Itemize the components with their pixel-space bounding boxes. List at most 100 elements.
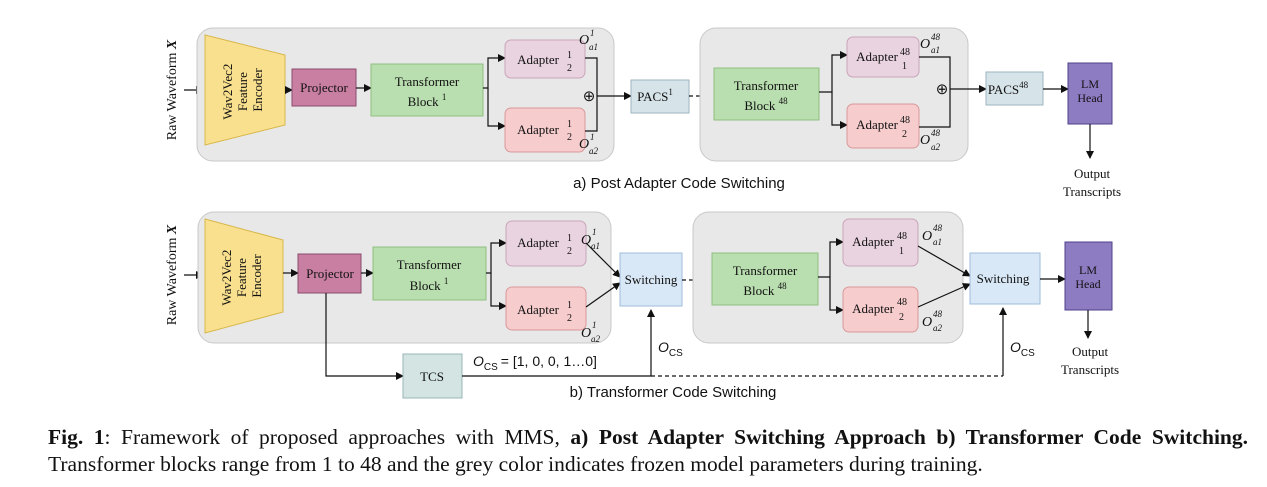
output-transcripts-b: Output <box>1072 344 1109 359</box>
svg-text:Head: Head <box>1075 277 1100 291</box>
svg-text:a1: a1 <box>589 42 598 52</box>
encoder-trapezoid-b <box>204 218 284 334</box>
svg-text:a1: a1 <box>931 45 940 55</box>
svg-text:Transcripts: Transcripts <box>1061 362 1119 377</box>
out-a2-label-a: O <box>579 137 589 152</box>
caption-text-1: Framework of proposed approaches with MM… <box>121 425 571 449</box>
svg-text:2: 2 <box>899 312 904 323</box>
transformer-block-48-a <box>713 67 820 121</box>
transformer-block-1-b <box>372 246 487 301</box>
svg-text:a2: a2 <box>931 142 941 152</box>
svg-text:2: 2 <box>902 129 907 140</box>
panel-a-title: a) Post Adapter Code Switching <box>573 175 785 192</box>
transformer-block-1-a <box>370 63 484 117</box>
out48-a1-label-a: O <box>920 37 930 52</box>
encoder-line2-b: Feature <box>234 258 249 297</box>
adapter-top-1-label-a: Adapter <box>517 52 560 67</box>
svg-text:LM: LM <box>1081 77 1099 91</box>
encoder-line2-a: Feature <box>235 72 250 111</box>
sum-symbol-a48: ⊕ <box>936 82 949 98</box>
input-label-b: Raw Waveform X <box>165 224 180 325</box>
adapter-top-48-b <box>842 218 919 267</box>
encoder-line1-a: Wav2Vec2 <box>220 64 235 120</box>
tcs-box <box>402 353 463 399</box>
pacs-1-box <box>630 79 690 114</box>
transformer-48-line1-b: Transformer <box>733 263 798 278</box>
svg-text:1: 1 <box>567 50 572 61</box>
svg-text:1: 1 <box>899 246 904 257</box>
adapter-bot-48-a <box>846 103 920 149</box>
svg-text:48: 48 <box>900 47 910 58</box>
transformer-48-line2-b: Block 48 <box>743 281 787 298</box>
svg-text:1: 1 <box>590 132 595 142</box>
encoder-trapezoid-a <box>204 34 286 146</box>
projector-label-b: Projector <box>306 266 354 281</box>
caption-colon: : <box>104 425 121 449</box>
svg-text:Wav2Vec2 Feature E: Wav2Vec2 Feature Encoder <box>219 246 264 305</box>
svg-text:1: 1 <box>567 300 572 311</box>
adapter-top-1-a <box>504 39 586 79</box>
input-label-a: Raw Waveform X <box>165 39 180 140</box>
svg-text:48: 48 <box>931 32 941 42</box>
svg-text:1: 1 <box>902 61 907 72</box>
svg-text:2: 2 <box>567 246 572 257</box>
projector-label-a: Projector <box>300 80 348 95</box>
adapter-top-48-label-b: Adapter <box>852 234 895 249</box>
pacs-48-label: PACS48 <box>988 80 1029 97</box>
svg-text:a1: a1 <box>933 237 942 247</box>
svg-text:2: 2 <box>567 63 572 74</box>
adapter-bot-1-b <box>505 286 587 331</box>
transformer-1-line2-a: Block 1 <box>408 92 447 109</box>
caption-bold: a) Post Adapter Switching Approach b) Tr… <box>570 425 1248 449</box>
ocs-label-1: OCS <box>658 339 683 359</box>
switching-48-box <box>969 252 1041 305</box>
encoder-line3-a: Encoder <box>250 68 265 112</box>
caption-text-2: Transformer blocks range from 1 to 48 an… <box>48 452 983 476</box>
adapter-bot-48-label-b: Adapter <box>852 301 895 316</box>
adapter-bot-1-label-b: Adapter <box>517 302 560 317</box>
out48-a2-label-b: O <box>922 315 932 330</box>
svg-text:Transcripts: Transcripts <box>1063 184 1121 199</box>
transformer-1-line1-a: Transformer <box>395 74 460 89</box>
transformer-block-48-b <box>711 252 819 306</box>
out-a1-label-b: O <box>581 233 591 248</box>
adapter-bot-1-label-a: Adapter <box>517 122 560 137</box>
transformer-48-line2-a: Block 48 <box>744 96 788 113</box>
switching-1-box <box>619 252 683 307</box>
svg-text:2: 2 <box>567 132 572 143</box>
out48-a2-label-a: O <box>920 133 930 148</box>
svg-text:1: 1 <box>567 233 572 244</box>
svg-text:Wav2Vec2 Feature E: Wav2Vec2 Feature Encoder <box>220 60 265 119</box>
svg-text:a1: a1 <box>591 241 600 251</box>
sum-symbol-a1: ⊕ <box>583 89 596 105</box>
adapter-top-1-label-b: Adapter <box>517 235 560 250</box>
pacs-1-label: PACS1 <box>637 87 673 104</box>
figure-caption: Fig. 1: Framework of proposed approaches… <box>48 424 1248 478</box>
panel-b: Raw Waveform X Wav2Vec2 Feature Encoder … <box>165 211 1119 401</box>
svg-text:1: 1 <box>590 28 595 38</box>
svg-text:LM: LM <box>1079 263 1097 277</box>
output-transcripts-a: Output <box>1074 166 1111 181</box>
encoder-line1-b: Wav2Vec2 <box>219 250 234 306</box>
svg-text:48: 48 <box>897 231 907 242</box>
ocs-label-2: OCS <box>1010 339 1035 359</box>
panel-a: Raw Waveform X Wav2Vec2 Feature Encoder … <box>165 27 1121 199</box>
svg-text:48: 48 <box>900 115 910 126</box>
tcs-label: TCS <box>420 369 444 384</box>
svg-text:Head: Head <box>1077 91 1102 105</box>
caption-fig-label: Fig. 1 <box>48 425 105 449</box>
svg-text:2: 2 <box>567 313 572 324</box>
svg-text:1: 1 <box>592 320 597 330</box>
adapter-bot-48-b <box>842 286 919 333</box>
ocs-vector: OCS= [1, 0, 0, 1…0] <box>473 353 597 373</box>
svg-text:a2: a2 <box>589 146 599 156</box>
panel-b-title: b) Transformer Code Switching <box>570 384 777 401</box>
out-a2-label-b: O <box>581 326 591 341</box>
svg-text:a2: a2 <box>591 334 601 344</box>
encoder-line3-b: Encoder <box>249 254 264 298</box>
architecture-figure: Raw Waveform X Wav2Vec2 Feature Encoder … <box>165 27 1121 401</box>
pacs-48-box <box>985 71 1044 106</box>
adapter-top-48-label-a: Adapter <box>856 49 899 64</box>
adapter-bot-1-a <box>504 107 586 153</box>
svg-text:48: 48 <box>931 128 941 138</box>
